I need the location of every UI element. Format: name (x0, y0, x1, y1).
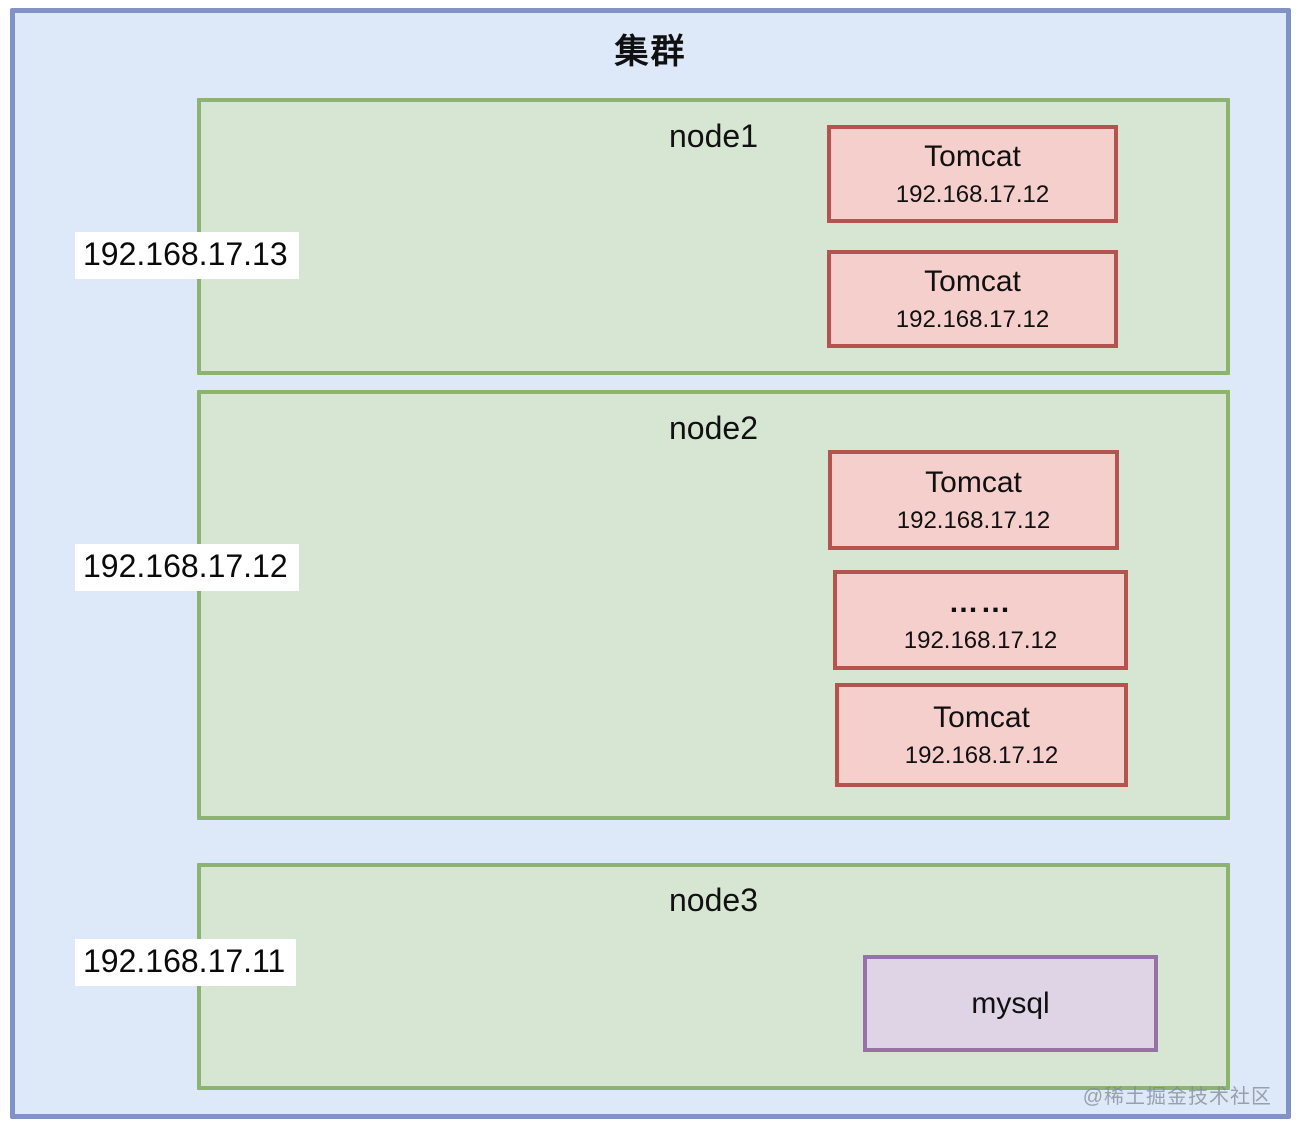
watermark-text: @稀土掘金技术社区 (1082, 1086, 1272, 1108)
service-ip: 192.168.17.12 (903, 627, 1058, 654)
node2-label: node2 (669, 410, 758, 446)
node1-host-ip-label: 192.168.17.13 (75, 232, 299, 279)
service-ip: 192.168.17.12 (895, 306, 1050, 333)
node1-label: node1 (669, 118, 758, 154)
service-ip: 192.168.17.12 (895, 181, 1050, 208)
service-name: Tomcat (924, 265, 1021, 298)
node3-host-ip-label: 192.168.17.11 (75, 939, 297, 986)
node1-tomcat-box-2: Tomcat 192.168.17.12 (827, 250, 1118, 348)
node2-host-ip-label: 192.168.17.12 (75, 544, 299, 591)
service-name: mysql (971, 986, 1050, 1020)
service-name: Tomcat (925, 466, 1022, 499)
cluster-title: 集群 (614, 33, 687, 71)
node3-label: node3 (669, 882, 758, 918)
node2-tomcat-box-1: Tomcat 192.168.17.12 (828, 450, 1119, 550)
service-name: Tomcat (933, 701, 1030, 734)
node3-mysql-box: mysql (863, 955, 1158, 1052)
node1-tomcat-box-1: Tomcat 192.168.17.12 (827, 125, 1118, 223)
node2-ellipsis-box: …… 192.168.17.12 (833, 570, 1128, 670)
service-ip: 192.168.17.12 (904, 742, 1059, 769)
service-ip: 192.168.17.12 (896, 507, 1051, 534)
service-name-ellipsis: …… (948, 586, 1013, 619)
service-name: Tomcat (924, 140, 1021, 173)
node2-tomcat-box-2: Tomcat 192.168.17.12 (835, 683, 1128, 787)
